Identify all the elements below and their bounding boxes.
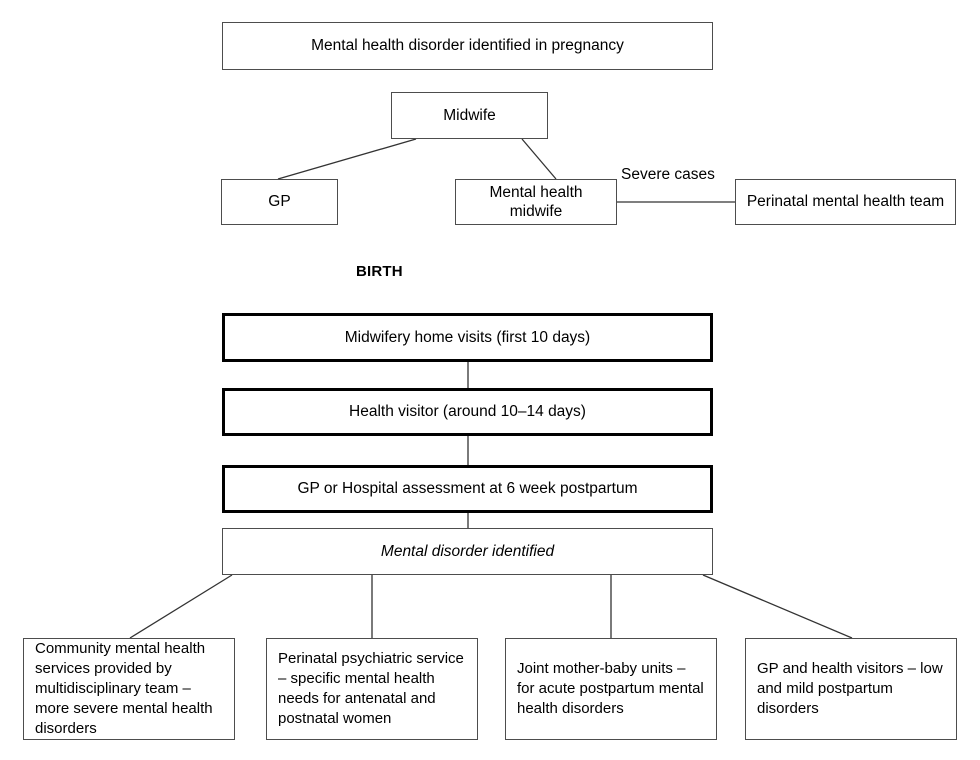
connector-midwife-to-mh-midwife — [521, 138, 557, 180]
connector-disorder-to-outcome-1 — [129, 574, 233, 639]
node-midwife: Midwife — [391, 92, 548, 139]
node-label: Mental health midwife — [489, 183, 583, 220]
node-label: GP — [268, 193, 291, 211]
connector-disorder-to-outcome-4 — [702, 574, 853, 639]
node-label: Mental health disorder identified in pre… — [311, 37, 624, 55]
node-label: Midwife — [443, 106, 496, 124]
node-outcome-perinatal-psychiatric-service: Perinatal psychiatric service – specific… — [266, 638, 478, 740]
birth-label: BIRTH — [356, 263, 403, 280]
node-mental-disorder-identified: Mental disorder identified — [222, 528, 713, 575]
node-outcome-joint-mother-baby-units: Joint mother-baby units – for acute post… — [505, 638, 717, 740]
node-gp-hospital-assessment: GP or Hospital assessment at 6 week post… — [222, 465, 713, 513]
node-mental-health-disorder-identified-in-pregnancy: Mental health disorder identified in pre… — [222, 22, 713, 70]
node-perinatal-mental-health-team: Perinatal mental health team — [735, 179, 956, 225]
node-gp: GP — [221, 179, 338, 225]
node-label: GP or Hospital assessment at 6 week post… — [297, 480, 638, 498]
node-outcome-gp-and-health-visitors: GP and health visitors – low and mild po… — [745, 638, 957, 740]
node-label: Midwifery home visits (first 10 days) — [344, 328, 591, 346]
node-label: Joint mother-baby units – for acute post… — [517, 660, 704, 717]
severe-cases-label: Severe cases — [621, 166, 715, 184]
connector-midwife-to-gp — [277, 138, 417, 180]
node-label: GP and health visitors – low and mild po… — [757, 660, 943, 717]
node-label: Health visitor (around 10–14 days) — [349, 403, 586, 421]
node-outcome-community-mental-health-services: Community mental health services provide… — [23, 638, 235, 740]
node-label: Community mental health services provide… — [35, 640, 213, 737]
node-label: Mental disorder identified — [380, 542, 555, 560]
node-label: Perinatal mental health team — [746, 193, 945, 211]
node-health-visitor: Health visitor (around 10–14 days) — [222, 388, 713, 436]
node-mental-health-midwife: Mental health midwife — [455, 179, 617, 225]
node-midwifery-home-visits: Midwifery home visits (first 10 days) — [222, 313, 713, 362]
node-label: Perinatal psychiatric service – specific… — [278, 650, 464, 727]
